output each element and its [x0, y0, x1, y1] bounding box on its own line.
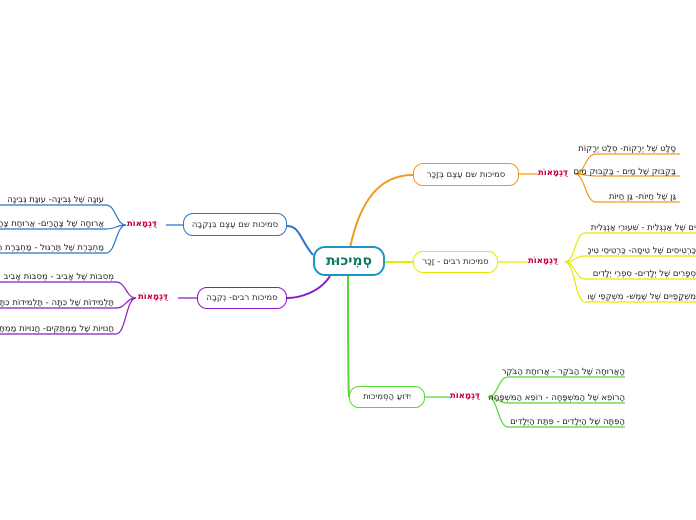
example-item: הַפִּתָּה שֶׁל הַיְּלָדִים - פִּתַּת הַי…: [510, 417, 625, 427]
example-item: גַּן שֶׁל חַיּוֹת- גַּן חַיּוֹת: [608, 192, 676, 202]
example-item: הָאֲרוּחָה שֶׁל הַבֹּקֶר - אֲרוּחַת הַבֹ…: [501, 367, 625, 377]
example-item: תַּלְמִידוֹת שֶׁל כִּתָּה - תַּלְמִידוֹת…: [0, 298, 114, 308]
examples-tag[interactable]: דֻּגְמָאוֹת: [538, 168, 568, 178]
branch-masc-plural[interactable]: סמיכות רבים - זָכָר: [413, 251, 498, 273]
examples-tag[interactable]: דֻּגְמָאוֹת: [450, 391, 480, 401]
branch-fem-singular[interactable]: סמיכות שם עֶצֶם בִּנְקֵבָה: [183, 213, 287, 236]
example-item: מְסִבּוֹת שֶׁל אָבִיב - מְסִבּוֹת אָבִיב: [3, 272, 114, 282]
branch-title: סמיכות שם עֶצֶם בִּנְקֵבָה: [191, 219, 279, 230]
examples-tag[interactable]: דֻּגְמָאוֹת: [138, 292, 168, 302]
branch-fem-plural[interactable]: סמיכות רבים- נְקֵבָה: [197, 287, 287, 309]
branch-title: יִדּוּעַ הַסְּמִיכוּת: [362, 392, 412, 402]
example-item: עוּגָה שֶׁל גְּבִינָה- עוּגַת גְּבִינָה: [7, 195, 104, 205]
branch-masc-singular[interactable]: סמיכות שם עֶצֶם בְּזָכָר: [413, 163, 519, 186]
examples-tag[interactable]: דֻּגְמָאוֹת: [127, 219, 157, 229]
example-item: שִׁיעוּרִים שֶׁל אַנְגְּלִית - שִׁעוּרֵי…: [588, 223, 696, 233]
example-item: סָלָט שֶׁל יְרָקוֹת- סְלַט יְרָקוֹת: [578, 144, 676, 154]
example-item-text: שִׁיעוּרִים שֶׁל אַנְגְּלִית - שִׁעוּרֵי…: [590, 223, 696, 233]
root-node[interactable]: סְמִיכוּת: [313, 246, 385, 276]
example-item: בַּקְבּוּק שֶׁל מַיִם - בַּקְבּוּק מַיִם: [573, 167, 676, 177]
root-label: סְמִיכוּת: [325, 253, 373, 269]
branch-title: סמיכות רבים - זָכָר: [422, 257, 489, 267]
branch-definiteness[interactable]: יִדּוּעַ הַסְּמִיכוּת: [349, 386, 425, 408]
examples-tag[interactable]: דֻּגְמָאוֹת: [528, 256, 558, 266]
example-item: מִשְׁקָפַיִים שֶׁל שֶׁמֶשׁ- מִשְׁקְפֵי ש…: [588, 292, 696, 302]
example-item: חֲנוּיוֹת שֶׁל מַמְתַּקִּים- חֲנוּיוֹת מ…: [0, 324, 114, 334]
branch-title: סמיכות רבים- נְקֵבָה: [206, 293, 278, 303]
example-item: הָרוֹפֵא שֶׁל הַמִּשְׁפָּחָה - רוֹפֵא הַ…: [488, 393, 625, 403]
branch-title: סמיכות שם עֶצֶם בְּזָכָר: [426, 169, 506, 180]
example-item: אֲרוּחָה שֶׁל צָהֳרַיִם- אֲרוּחַת צָהֳרַ…: [0, 219, 104, 229]
example-item: מַחְבֶּרֶת שֶׁל תַּרְגּוּל - מַחְבֶּרֶת …: [0, 243, 104, 253]
example-item: סְפָרִים שֶׁל יְלָדִים- סִפְרֵי יְלָדִים: [592, 269, 696, 279]
example-item: כַּרְטִיסִים שֶׁל טִיסָה- כַּרְטִיסֵי טִ…: [588, 246, 696, 256]
